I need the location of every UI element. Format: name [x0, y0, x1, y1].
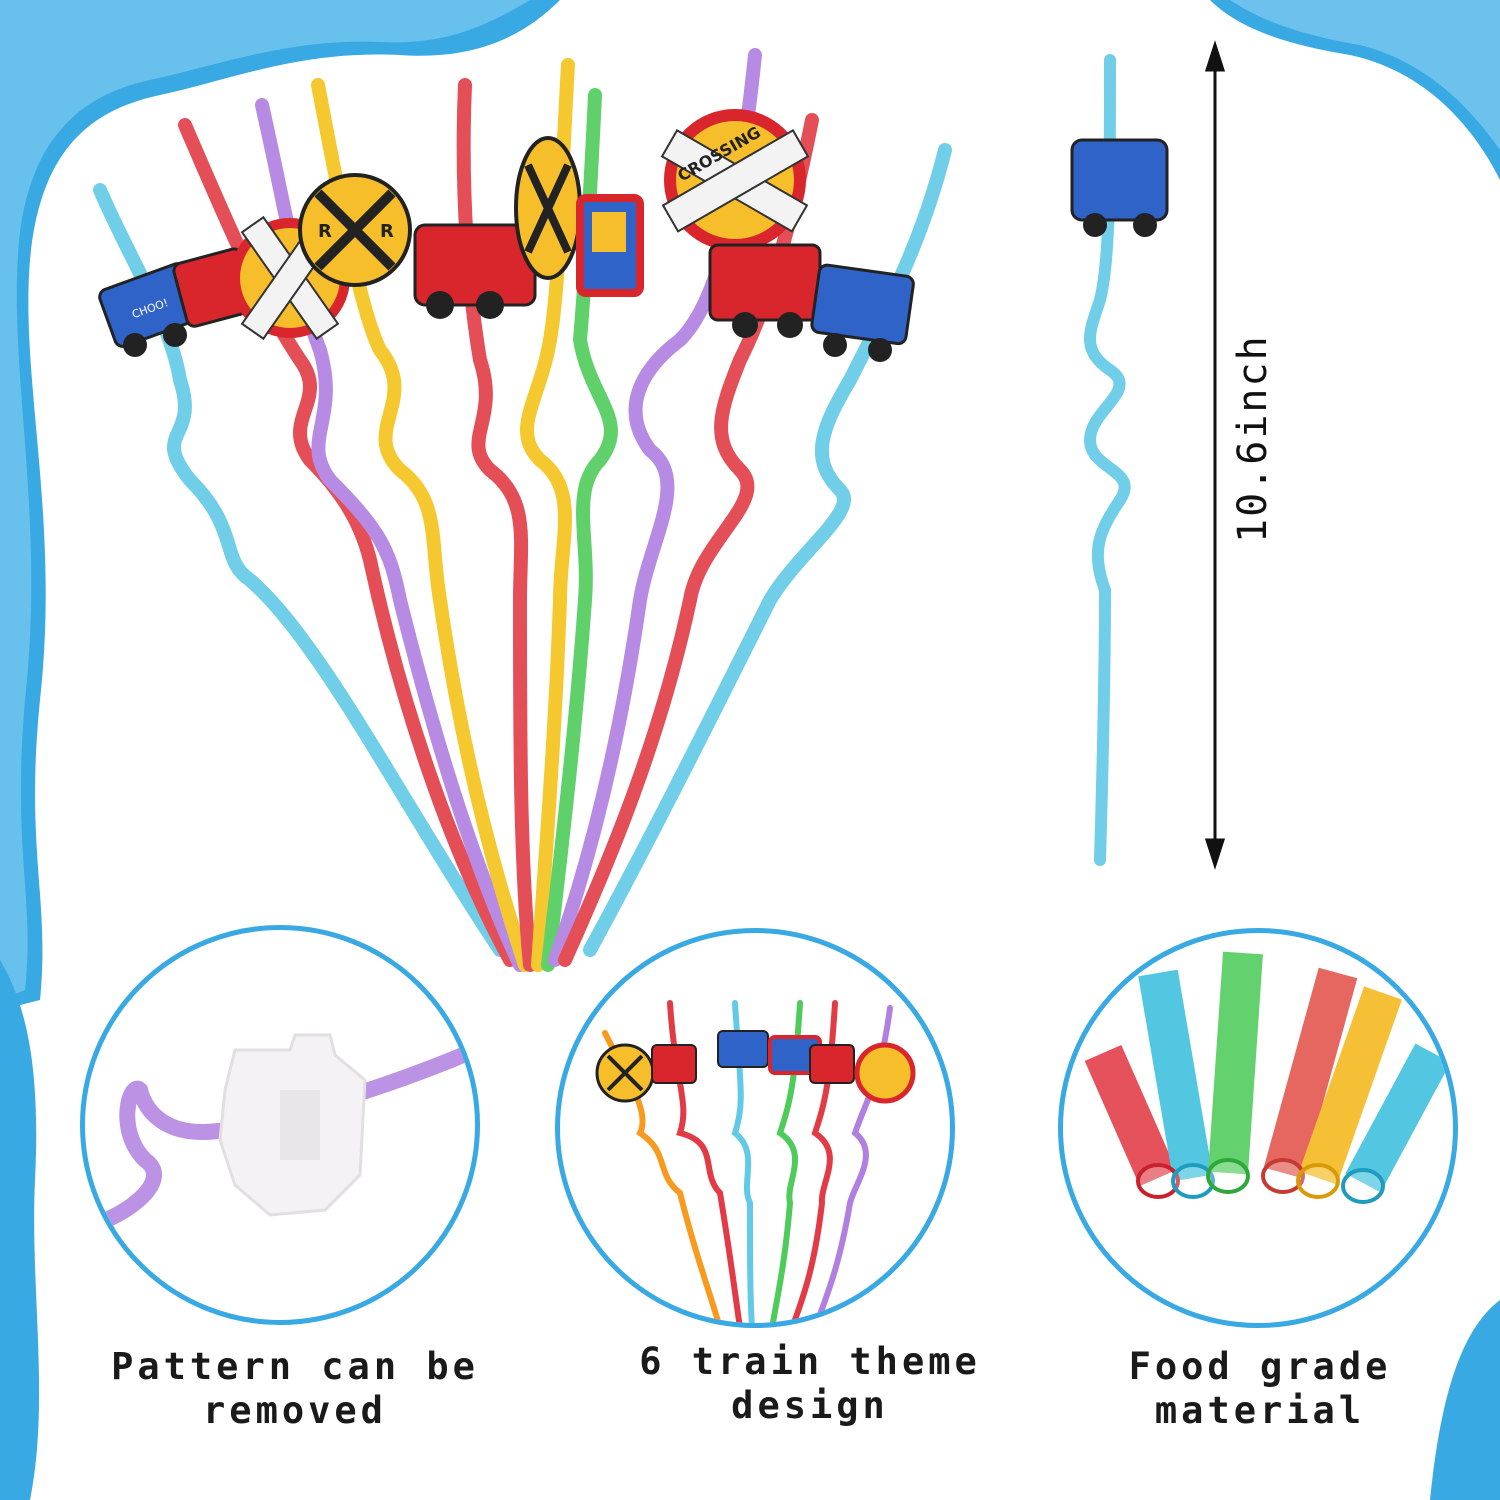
caption-line-1: Food grade	[1128, 1345, 1392, 1388]
feature-circle-designs	[555, 928, 955, 1328]
caption-line-2: removed	[203, 1389, 387, 1432]
feature-caption-removable: Pattern can be removed	[65, 1345, 525, 1433]
train-topper-blue-right	[810, 263, 915, 362]
feature-caption-designs: 6 train theme design	[580, 1340, 1040, 1428]
caption-line-2: material	[1154, 1389, 1366, 1432]
train-car-topper-center	[576, 194, 644, 297]
svg-text:R: R	[380, 221, 394, 242]
feature-caption-material: Food grade material	[1030, 1345, 1490, 1433]
rr-sign-topper-2	[514, 136, 582, 280]
removable-pattern-photo	[85, 1033, 475, 1236]
caption-line-2: design	[731, 1384, 889, 1427]
single-straw-measure	[1070, 40, 1226, 870]
coal-car-topper	[708, 243, 822, 338]
dimension-arrow	[1204, 40, 1226, 870]
caption-line-1: 6 train theme	[639, 1340, 981, 1383]
six-designs-photo	[595, 1000, 916, 1323]
rr-sign-topper-1: R R	[298, 173, 412, 287]
dimension-label: 10.6inch	[1230, 334, 1276, 543]
rail-crossing-sign-right: CROSSING	[660, 109, 810, 251]
straw-bundle-photo: CHOO! R R CROSSING	[93, 48, 952, 972]
feature-circle-removable	[80, 925, 480, 1325]
train-topper-single	[1070, 138, 1169, 237]
straw-ends-photo	[1084, 951, 1451, 1204]
feature-circle-material	[1058, 928, 1458, 1328]
svg-text:R: R	[318, 221, 332, 242]
train-topper-red-center	[413, 223, 537, 319]
caption-line-1: Pattern can be	[111, 1345, 479, 1388]
topper-back-clip	[218, 1033, 367, 1217]
